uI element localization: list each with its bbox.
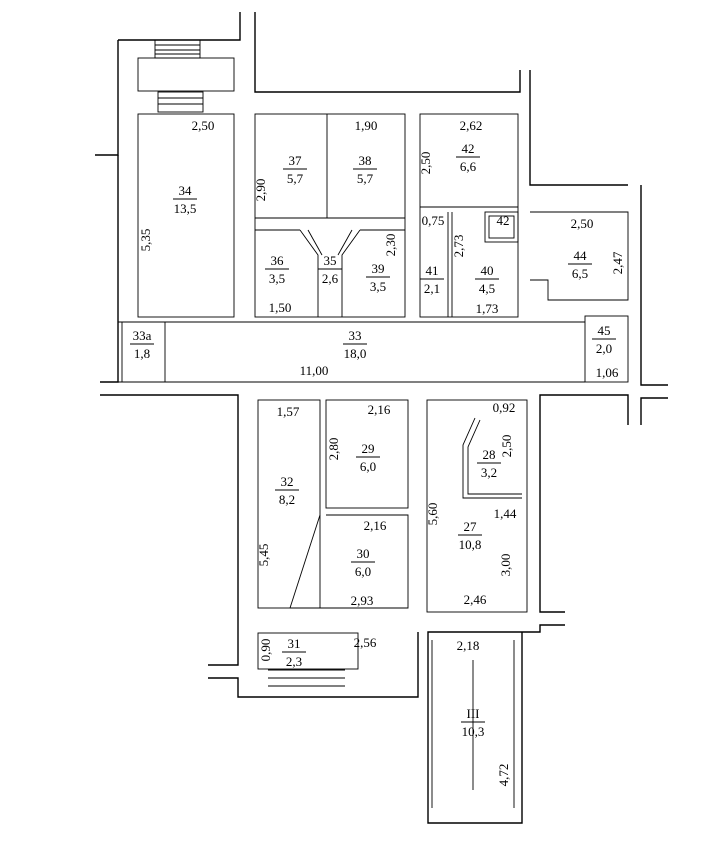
dimension-label: 2,47 — [610, 251, 625, 274]
room-label: 385,7 — [353, 153, 377, 186]
room-number: 34 — [179, 183, 193, 198]
dimension-label: 2,93 — [351, 593, 374, 608]
room-area: 1,8 — [134, 346, 150, 361]
room-area: 2,6 — [322, 271, 339, 286]
dimension-label: 2,50 — [418, 152, 433, 175]
room-area: 5,7 — [287, 171, 304, 186]
room-number: 40 — [481, 263, 494, 278]
room-label: 404,5 — [475, 263, 499, 296]
room-area: 2,3 — [286, 654, 302, 669]
room-area: 3,2 — [481, 465, 497, 480]
room-area: 3,5 — [269, 271, 285, 286]
room-area: 6,0 — [360, 459, 376, 474]
room-label: 312,3 — [282, 636, 306, 669]
room-number: 33 — [349, 328, 362, 343]
room-label: III 10,3 — [461, 706, 485, 739]
room-area: 10,8 — [459, 537, 482, 552]
room-number: III — [467, 706, 480, 721]
dimension-label: 5,60 — [425, 503, 440, 526]
walls — [95, 12, 668, 824]
dimension-label: 2,30 — [383, 234, 398, 257]
room-area: 6,6 — [460, 159, 477, 174]
room-number: 35 — [324, 253, 337, 268]
room-number: 27 — [464, 519, 478, 534]
room-label: 283,2 — [477, 447, 501, 480]
room-area: 10,3 — [462, 724, 485, 739]
dimension-label: 2,62 — [460, 118, 483, 133]
room-label: 27 10,8 — [458, 519, 482, 552]
room-number: 44 — [574, 248, 588, 263]
dimension-label: 2,50 — [192, 118, 215, 133]
room-number: 39 — [372, 261, 385, 276]
dimension-label: 1,73 — [476, 301, 499, 316]
dimension-label: 2,90 — [253, 179, 268, 202]
room-number: 41 — [426, 263, 439, 278]
room-area: 3,5 — [370, 279, 386, 294]
room-labels: 3413,5375,7385,7426,6363,5352,6393,5412,… — [130, 141, 616, 739]
room-area: 2,1 — [424, 281, 440, 296]
room-number: 38 — [359, 153, 372, 168]
dimension-label: 0,92 — [493, 400, 516, 415]
staircase-steps — [431, 640, 515, 808]
room-label: 393,5 — [366, 261, 390, 294]
room-label: 452,0 — [592, 323, 616, 356]
room-label: 34 13,5 — [173, 183, 197, 216]
room-label: 446,5 — [568, 248, 592, 281]
dimension-label: 2,56 — [354, 635, 377, 650]
dimension-label: 5,35 — [138, 229, 153, 252]
room-number: 29 — [362, 441, 375, 456]
dimension-labels: 2,50 5,35 1,90 2,62 2,90 2,50 0,75 2,73 2,30 1,50… — [138, 118, 625, 786]
dimension-label: 1,06 — [596, 365, 619, 380]
room-number: 32 — [281, 474, 294, 489]
room-number: 30 — [357, 546, 370, 561]
dimension-label: 11,00 — [300, 363, 329, 378]
room-number: 42 — [462, 141, 475, 156]
room-number: 31 — [288, 636, 301, 651]
dimension-label: 2,16 — [368, 402, 391, 417]
dimension-label: 2,46 — [464, 592, 487, 607]
room-area: 6,5 — [572, 266, 588, 281]
room-number: 37 — [289, 153, 303, 168]
dimension-label: 4,72 — [496, 764, 511, 787]
dimension-label: 1,44 — [494, 506, 517, 521]
dimension-label: 1,57 — [277, 404, 300, 419]
room-area: 4,5 — [479, 281, 495, 296]
dimension-label: 2,18 — [457, 638, 480, 653]
room-area: 6,0 — [355, 564, 371, 579]
dimension-label: 3,00 — [498, 554, 513, 577]
dimension-label: 2,80 — [326, 438, 341, 461]
room-label: 363,5 — [265, 253, 289, 286]
dimension-label: 1,90 — [355, 118, 378, 133]
room-area: 13,5 — [174, 201, 197, 216]
room-label: 33 18,0 — [343, 328, 367, 361]
room-area: 5,7 — [357, 171, 374, 186]
dimension-label: 2,50 — [499, 435, 514, 458]
room-number: 36 — [271, 253, 285, 268]
room-area: 18,0 — [344, 346, 367, 361]
room-area: 2,0 — [596, 341, 612, 356]
room-label: 306,0 — [351, 546, 375, 579]
room-number: 33а — [133, 328, 152, 343]
dimension-label: 0,75 — [422, 213, 445, 228]
room-number: 45 — [598, 323, 611, 338]
dimension-label: 0,90 — [258, 639, 273, 662]
dimension-label: 1,50 — [269, 300, 292, 315]
dimension-label: 2,50 — [571, 216, 594, 231]
dimension-label: 5,45 — [256, 544, 271, 567]
room-label: 42 — [497, 213, 510, 228]
dimension-label: 2,73 — [451, 235, 466, 258]
dimension-label: 2,16 — [364, 518, 387, 533]
room-area: 8,2 — [279, 492, 295, 507]
room-label: 426,6 — [456, 141, 480, 174]
room-label: 352,6 — [318, 253, 342, 286]
room-label: 328,2 — [275, 474, 299, 507]
room-label: 412,1 — [420, 263, 444, 296]
room-label: 375,7 — [283, 153, 307, 186]
room-label: 296,0 — [356, 441, 380, 474]
room-number: 42 — [497, 213, 510, 228]
room-number: 28 — [483, 447, 496, 462]
